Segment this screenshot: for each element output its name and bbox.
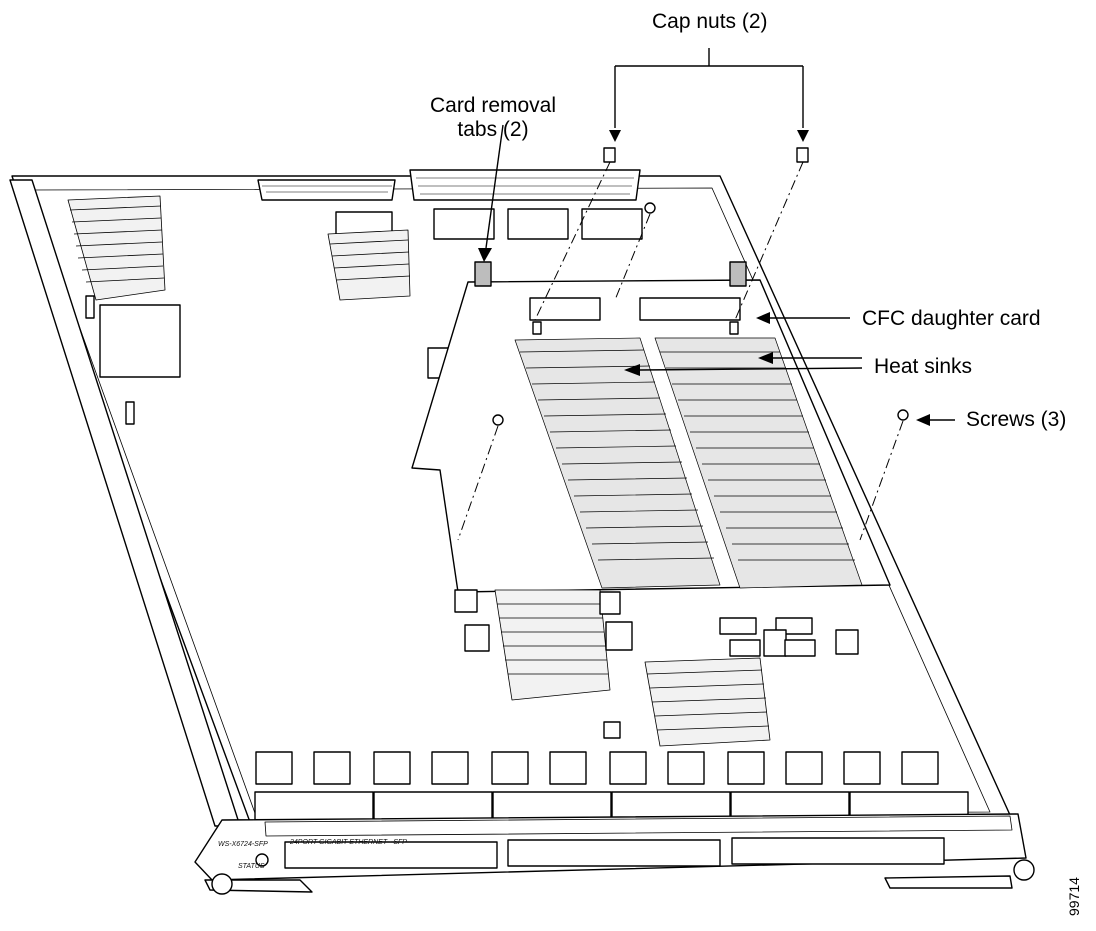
chip	[784, 639, 816, 657]
chip	[507, 208, 569, 240]
chip	[99, 304, 181, 378]
card-removal-tabs-line2: tabs (2)	[457, 118, 529, 141]
heatsink-left	[67, 195, 166, 301]
chip	[581, 208, 643, 240]
ejector-right	[884, 875, 1013, 889]
chip	[603, 721, 621, 739]
faceplate-vent-strip	[264, 815, 1013, 837]
standoff	[125, 401, 135, 425]
chip	[719, 617, 757, 635]
chip	[599, 591, 621, 615]
status-led	[255, 853, 269, 867]
standoff-screw	[532, 321, 739, 335]
card-removal-tab	[474, 261, 492, 287]
heatsink-a	[514, 337, 721, 589]
port-chip-row	[255, 751, 939, 785]
card-removal-tabs-label: Card removal tabs (2)	[408, 94, 578, 142]
screws-label: Screws (3)	[966, 408, 1067, 431]
heatsink-small	[327, 229, 411, 301]
heatsink-lower	[494, 589, 611, 701]
card-connector	[529, 297, 601, 321]
card-removal-leader	[485, 124, 504, 249]
chip	[605, 621, 633, 651]
captive-screw-right	[1013, 859, 1035, 881]
faceplate-status-label: STATUS	[238, 863, 265, 870]
backplane-connector-left	[257, 179, 396, 201]
faceplate-description: 24PORT GIGABIT ETHERNET - SFP	[289, 839, 407, 846]
cap-nuts-label: Cap nuts (2)	[652, 10, 768, 33]
heatsink-b	[654, 337, 863, 589]
figure-number: 99714	[1066, 877, 1082, 916]
heatsink-lower-right	[644, 657, 771, 747]
heat-sinks-label: Heat sinks	[874, 355, 973, 378]
arrowheads	[478, 130, 930, 426]
guide-line	[457, 161, 904, 541]
chip	[729, 639, 761, 657]
backplane-connector-right	[409, 169, 641, 201]
chip	[454, 589, 478, 613]
standoff	[85, 295, 95, 319]
chip	[763, 629, 787, 657]
port-group	[731, 837, 945, 865]
cfc-daughter-card-label: CFC daughter card	[862, 307, 1041, 330]
card-removal-tab	[729, 261, 747, 287]
cap-nut	[603, 147, 616, 163]
heat-sinks-leader	[639, 357, 863, 371]
card-removal-tabs-line1: Card removal	[429, 94, 557, 117]
cap-nuts-bracket	[614, 48, 804, 128]
cap-nut	[796, 147, 809, 163]
port-group	[507, 839, 721, 867]
chip	[835, 629, 859, 655]
faceplate-model: WS-X6724-SFP	[218, 841, 268, 848]
captive-screw-left	[211, 873, 233, 895]
chip	[464, 624, 490, 652]
screw	[492, 202, 909, 426]
card-connector	[639, 297, 741, 321]
port-group	[284, 841, 498, 869]
chip	[433, 208, 495, 240]
